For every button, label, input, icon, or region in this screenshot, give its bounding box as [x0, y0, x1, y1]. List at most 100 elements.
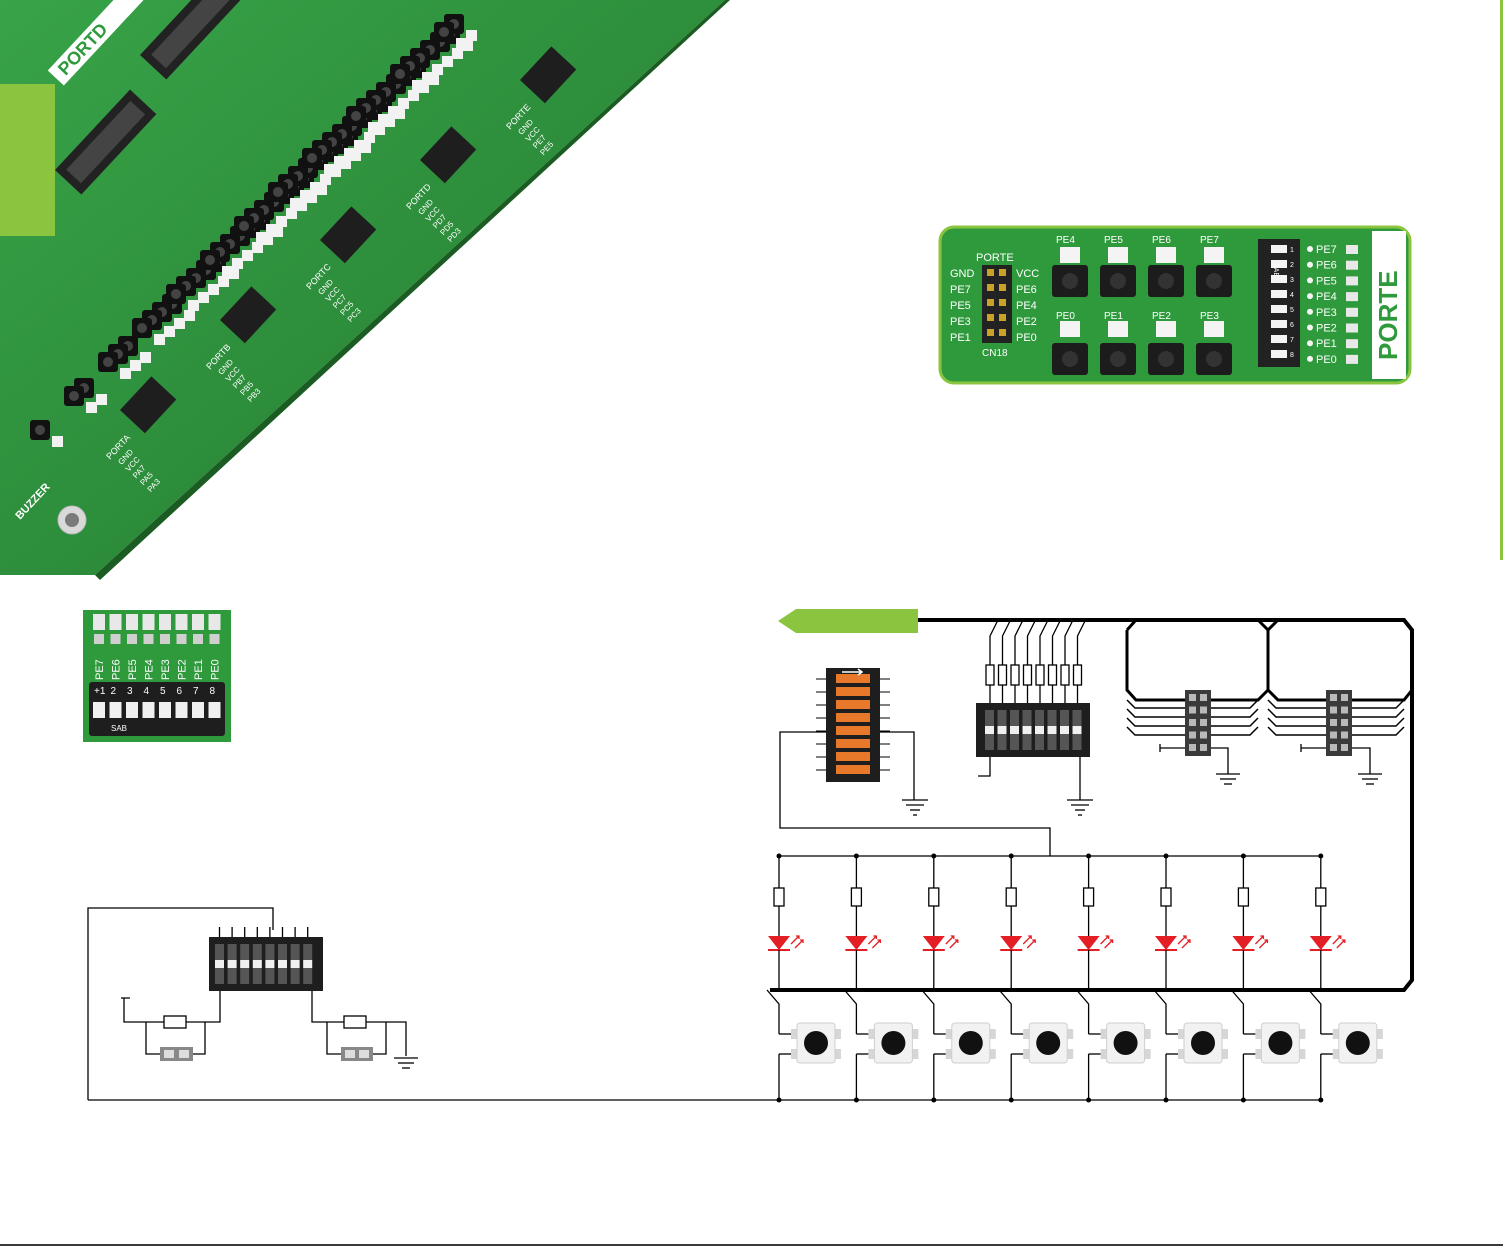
button-chain	[766, 989, 1383, 1103]
pin-header-pin	[1330, 694, 1337, 701]
orange-dip-lever	[836, 765, 870, 774]
led-resistor	[1005, 887, 1017, 907]
resistor-network-element	[1035, 664, 1045, 686]
pin-header-pin	[1189, 744, 1196, 751]
pin-header-pin	[1200, 706, 1207, 714]
board-button-cap	[273, 187, 283, 197]
resistor-network-element	[1047, 664, 1058, 686]
board-led	[290, 198, 301, 209]
board-led	[340, 158, 351, 169]
orange-dip-lever	[836, 713, 870, 722]
left-dip-lever	[303, 960, 313, 968]
board-led	[398, 98, 409, 109]
ground-icon	[902, 799, 928, 816]
dip-closeup-number: 2	[111, 686, 117, 697]
porte-smd-resistor	[1346, 307, 1358, 317]
left-dip-lever	[227, 960, 237, 968]
porte-header-pin	[987, 299, 994, 306]
dip-closeup-smd	[175, 614, 188, 630]
button-wire	[998, 989, 1012, 1034]
porte-right-label: VCC	[1016, 268, 1039, 280]
left-dip-lever	[278, 960, 287, 968]
pullup-dip-wires	[978, 757, 1081, 800]
dip-closeup-lever	[93, 702, 105, 718]
dip-closeup-label: PE6	[111, 659, 123, 680]
porte-switch-label: SAB	[1272, 263, 1279, 277]
dip-closeup-smd	[192, 614, 204, 630]
porte-header-pin	[999, 269, 1006, 276]
pin-header	[1326, 690, 1352, 756]
dip-switch-board	[140, 0, 242, 80]
left-resistor	[163, 1015, 187, 1029]
resistor-network-wire	[1001, 619, 1012, 665]
porte-right-label: PE2	[1016, 316, 1037, 328]
board-button-cap	[239, 221, 249, 231]
resistor-network-element	[997, 664, 1008, 686]
board-header-portd	[420, 126, 477, 184]
board-led	[344, 148, 355, 159]
porte-header-name: PORTE	[976, 252, 1014, 264]
resistor-network-element	[1010, 664, 1020, 686]
dip-closeup-smd	[176, 634, 187, 644]
porte-button-cap	[1110, 273, 1126, 289]
porte-dip-number: 8	[1290, 352, 1294, 359]
porte-button-cap	[1110, 351, 1126, 367]
led-icon	[922, 936, 945, 950]
porte-button-cap	[1206, 351, 1222, 367]
resistor-network-wire	[1064, 619, 1074, 665]
board-led	[374, 124, 385, 135]
led-icon	[1077, 936, 1100, 950]
dip-closeup-number: 6	[177, 686, 183, 697]
porte-dip-number: 4	[1290, 292, 1294, 299]
porte-led-dot	[1307, 355, 1313, 362]
pushbutton-cap	[1268, 1031, 1293, 1055]
pullup-dip-levers	[985, 710, 1082, 750]
board-led	[242, 250, 253, 261]
porte-led-label: PE5	[1316, 275, 1337, 287]
button-wire	[843, 989, 858, 1034]
porte-led	[1156, 321, 1176, 337]
pin-header-pin	[1341, 719, 1348, 726]
pushbutton-cap	[1191, 1031, 1215, 1055]
header-bus-left	[1125, 618, 1270, 702]
board-led	[384, 116, 395, 127]
led-resistor	[1160, 887, 1172, 907]
pullup-dip-switch	[976, 703, 1090, 757]
port-arrow-tag	[778, 609, 918, 633]
porte-led-label: PE2	[1316, 323, 1337, 335]
board-button-cap	[35, 425, 45, 435]
mounting-hole-inner	[65, 513, 79, 527]
button-wire	[1076, 989, 1090, 1034]
board-led	[222, 266, 233, 277]
dip-closeup-number: 7	[193, 686, 199, 697]
porte-right-label: PE6	[1016, 284, 1037, 296]
board-led	[418, 82, 429, 93]
led-light-icon	[790, 935, 804, 949]
board-led	[316, 184, 327, 195]
dip-closeup-smd	[94, 634, 104, 644]
schematic	[87, 609, 1414, 1103]
pin-header-pin	[1341, 731, 1348, 739]
porte-smd-resistor	[1346, 323, 1358, 333]
board-button-cap	[69, 391, 79, 401]
orange-pins	[816, 678, 890, 771]
porte-led-dot	[1307, 246, 1313, 252]
porte-button-cap	[1062, 273, 1078, 289]
porte-header-pin	[999, 329, 1006, 336]
board-button-cap	[205, 255, 215, 265]
porte-left-label: PE5	[950, 300, 971, 312]
button-wire	[766, 989, 780, 1034]
pullup-dip-lever	[1072, 726, 1082, 734]
pin-header-pin	[1341, 694, 1348, 701]
led-icon	[1155, 936, 1177, 950]
porte-led-dot	[1307, 261, 1313, 268]
board-header-porta	[120, 376, 177, 434]
porte-led	[1108, 247, 1128, 263]
board-led	[154, 334, 165, 345]
dip-closeup-smd	[193, 634, 203, 644]
dip-closeup-lever	[142, 702, 155, 718]
porte-button-label: PE2	[1152, 311, 1171, 322]
dip-closeup-lever	[192, 702, 204, 718]
board-led	[452, 48, 463, 59]
